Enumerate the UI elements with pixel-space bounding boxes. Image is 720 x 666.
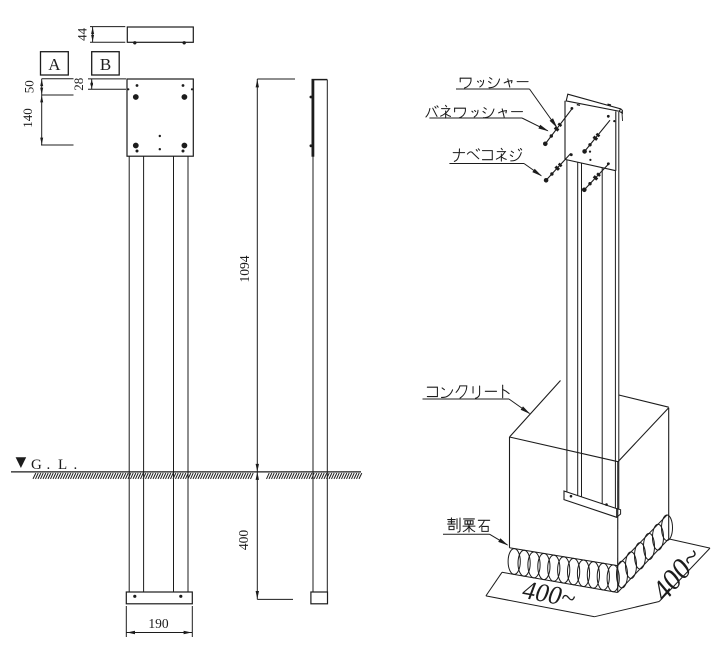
svg-text:44: 44 bbox=[75, 27, 90, 41]
svg-text:1094: 1094 bbox=[237, 255, 252, 282]
svg-text:G: G bbox=[31, 457, 42, 473]
svg-text:28: 28 bbox=[71, 78, 86, 91]
svg-text:B: B bbox=[100, 55, 111, 74]
svg-text:.: . bbox=[47, 457, 51, 473]
svg-text:L: L bbox=[58, 457, 67, 473]
svg-text:400: 400 bbox=[236, 530, 251, 551]
svg-text:.: . bbox=[74, 457, 78, 473]
svg-text:50: 50 bbox=[22, 80, 37, 93]
svg-text:190: 190 bbox=[148, 616, 169, 631]
svg-text:140: 140 bbox=[20, 108, 35, 128]
svg-text:A: A bbox=[48, 55, 61, 74]
